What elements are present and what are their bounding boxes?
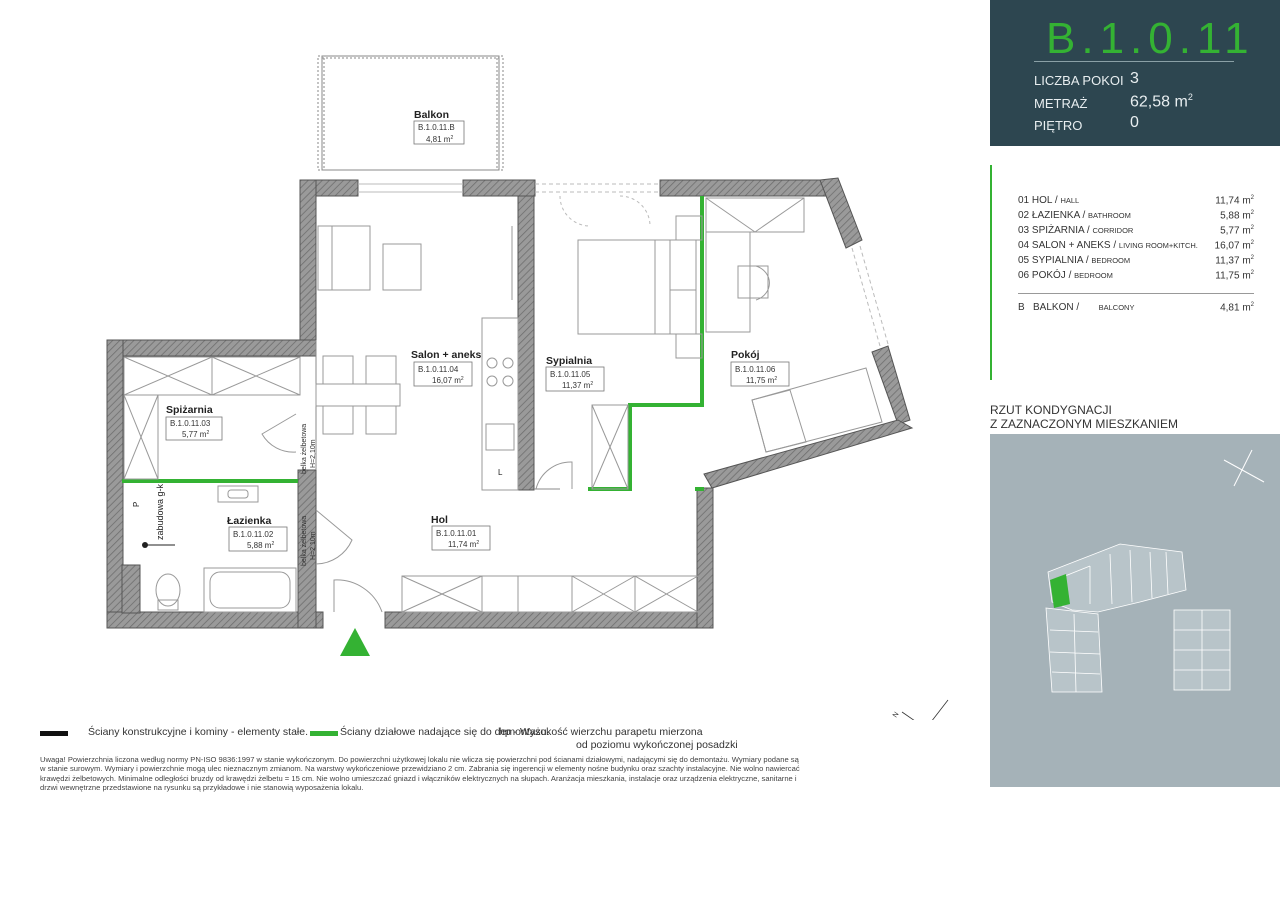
area-value: 62,58 m2: [1130, 92, 1193, 111]
legend-hp-text-2: od poziomu wykończonej posadzki: [576, 739, 738, 751]
svg-text:B.1.0.11.01: B.1.0.11.01: [436, 529, 477, 538]
svg-text:11,75 m2: 11,75 m2: [746, 376, 777, 385]
svg-text:B.1.0.11.02: B.1.0.11.02: [233, 530, 274, 539]
north-arrow-icon: N: [892, 699, 949, 720]
entrance-arrow: [340, 628, 370, 656]
svg-text:Spiżarnia: Spiżarnia: [166, 404, 213, 416]
room-label-hol: Hol B.1.0.11.01 11,74 m2: [431, 514, 491, 551]
room-label-balkon: Balkon B.1.0.11.B 4,81 m2: [413, 109, 465, 145]
rooms-label: LICZBA POKOI: [1034, 73, 1124, 88]
room-label-pokoj: Pokój B.1.0.11.06 11,75 m2: [730, 349, 790, 387]
disclaimer-note: Uwaga! Powierzchnia liczona według normy…: [40, 755, 800, 793]
table-row: 01 HOL / HALL 11,74 m2: [1018, 195, 1254, 207]
svg-text:4,81 m2: 4,81 m2: [426, 135, 453, 144]
table-divider: [1018, 293, 1254, 294]
room-area-table: 01 HOL / HALL 11,74 m2 02 ŁAZIENKA / BAT…: [990, 165, 1254, 380]
svg-text:5,77 m2: 5,77 m2: [182, 430, 209, 439]
header-divider: [1034, 61, 1234, 62]
svg-text:belka żelbetowa: belka żelbetowa: [301, 424, 308, 474]
l-mark: L: [498, 468, 503, 477]
svg-text:B.1.0.11.B: B.1.0.11.B: [418, 123, 455, 132]
svg-text:zabudowa g-k: zabudowa g-k: [155, 483, 165, 540]
svg-text:H=2,10m: H=2,10m: [310, 439, 317, 468]
legend-partition-swatch: [310, 731, 338, 736]
table-row-balcony: B BALKON / BALCONY 4,81 m2: [1018, 302, 1254, 314]
svg-text:H=2,10m: H=2,10m: [310, 531, 317, 560]
furniture: [123, 197, 883, 613]
legend-structural-swatch: [40, 731, 68, 736]
svg-text:Salon + aneks: Salon + aneks: [411, 349, 481, 361]
room-label-lazienka: Łazienka B.1.0.11.02 5,88 m2: [227, 515, 288, 552]
building-outline-b: [1173, 609, 1231, 691]
table-row: 06 POKÓJ / BEDROOM 11,75 m2: [1018, 270, 1254, 282]
floor-value: 0: [1130, 114, 1139, 131]
table-accent-bar: [990, 165, 992, 380]
svg-text:16,07 m2: 16,07 m2: [432, 376, 464, 385]
table-row: 04 SALON + ANEKS / LIVING ROOM+KITCH. 16…: [1018, 240, 1254, 252]
key-plan-map: [990, 434, 1280, 787]
svg-text:N: N: [892, 711, 901, 719]
highlighted-unit: [1050, 574, 1070, 608]
table-row: 03 SPIŻARNIA / CORRIDOR 5,77 m2: [1018, 225, 1254, 237]
room-label-salon: Salon + aneks B.1.0.11.04 16,07 m2: [411, 349, 481, 387]
svg-text:Pokój: Pokój: [731, 349, 760, 361]
svg-text:B.1.0.11.03: B.1.0.11.03: [170, 419, 211, 428]
area-label: METRAŻ: [1034, 96, 1088, 111]
svg-text:11,74 m2: 11,74 m2: [448, 540, 479, 549]
svg-text:Balkon: Balkon: [414, 109, 449, 121]
svg-text:B.1.0.11.04: B.1.0.11.04: [418, 365, 459, 374]
rooms-value: 3: [1130, 70, 1139, 87]
table-row: 02 ŁAZIENKA / BATHROOM 5,88 m2: [1018, 210, 1254, 222]
window-openings: [358, 183, 889, 347]
unit-id: B.1.0.11: [1046, 14, 1255, 63]
svg-text:B.1.0.11.05: B.1.0.11.05: [550, 370, 591, 379]
unit-header: B.1.0.11 LICZBA POKOI 3 METRAŻ 62,58 m2 …: [990, 0, 1280, 146]
svg-text:belka żelbetowa: belka żelbetowa: [301, 516, 308, 566]
building-outline-a: [1045, 543, 1187, 693]
svg-text:Sypialnia: Sypialnia: [546, 355, 592, 367]
legend-structural-text: Ściany konstrukcyjne i kominy - elementy…: [88, 726, 309, 738]
svg-text:Łazienka: Łazienka: [227, 515, 272, 527]
legend-hp-text-1: hp - Wysokość wierzchu parapetu mierzona: [499, 726, 703, 738]
svg-text:11,37 m2: 11,37 m2: [562, 381, 593, 390]
beam-note-2: belka żelbetowa H=2,10m: [301, 516, 317, 566]
floor-label: PIĘTRO: [1034, 118, 1083, 133]
svg-text:B.1.0.11.06: B.1.0.11.06: [735, 365, 776, 374]
zabudowa-note: zabudowa g-k: [155, 483, 165, 540]
table-row: 05 SYPIALNIA / BEDROOM 11,37 m2: [1018, 255, 1254, 267]
room-label-spizarnia: Spiżarnia B.1.0.11.03 5,77 m2: [165, 404, 223, 441]
room-label-sypialnia: Sypialnia B.1.0.11.05 11,37 m2: [545, 355, 605, 392]
balcony-outline: [317, 55, 504, 171]
p-mark: P: [132, 502, 141, 507]
key-north-arrow-icon: [1223, 449, 1265, 487]
key-plan-title: RZUT KONDYGNACJI Z ZAZNACZONYM MIESZKANI…: [990, 403, 1179, 431]
svg-text:5,88 m2: 5,88 m2: [247, 541, 274, 550]
legend-partition-text: Ściany działowe nadające się do demontaż…: [340, 726, 550, 738]
beam-note-1: belka żelbetowa H=2,10m: [301, 424, 317, 474]
svg-text:Hol: Hol: [431, 514, 448, 526]
floor-plan: Balkon B.1.0.11.B 4,81 m2 Salon + aneks …: [106, 55, 949, 720]
structural-walls: [106, 177, 914, 629]
